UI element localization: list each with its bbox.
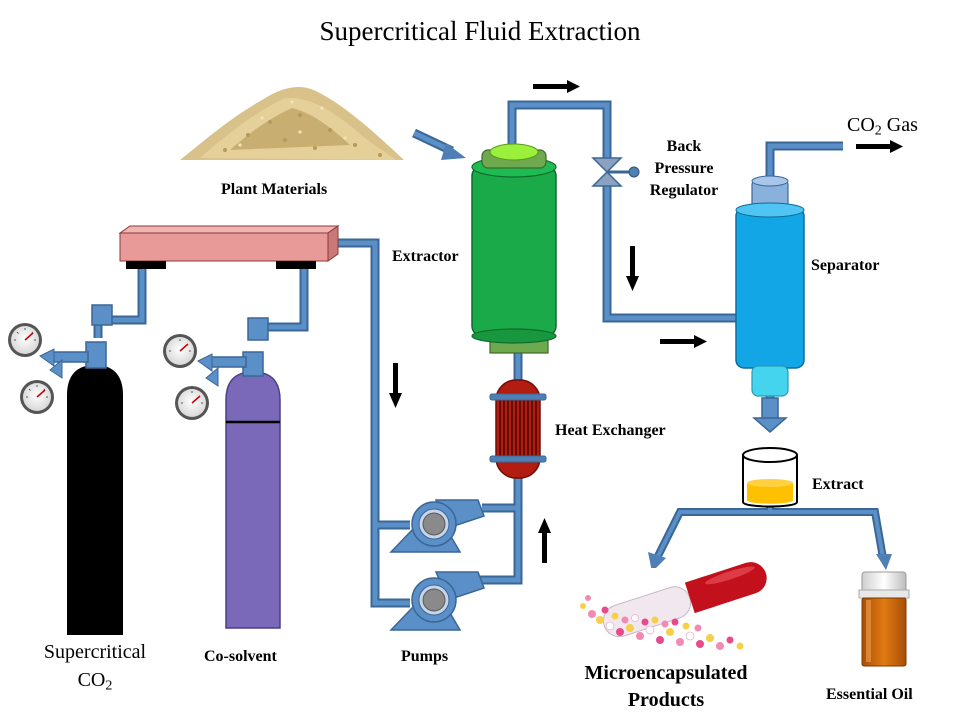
label-micro-line2: Products xyxy=(627,689,705,711)
label-supercritical-co2: Supercritical CO2 xyxy=(25,638,165,694)
cosolvent-gauge-lower xyxy=(175,386,209,420)
label-co2-gas: CO2 Gas xyxy=(847,114,918,139)
co2-gauge-upper xyxy=(8,323,42,357)
arrow-to-microcapsules xyxy=(648,552,666,572)
label-supercritical-line1: Supercritical xyxy=(43,641,147,663)
pipe-co2-to-manifold xyxy=(93,262,147,338)
page-title: Supercritical Fluid Extraction xyxy=(319,16,641,46)
label-pumps: Pumps xyxy=(401,648,449,665)
label-back-pressure-regulator: Back Pressure Regulator xyxy=(636,136,732,202)
cosolvent-gauge-upper xyxy=(163,334,197,368)
microcapsules-image xyxy=(578,562,780,654)
flow-arrow-down-regulator xyxy=(626,246,639,291)
plant-feed-arrow xyxy=(412,128,466,160)
separator-outflow-arrow xyxy=(752,397,788,433)
label-co2-gas-suffix: Gas xyxy=(881,114,918,136)
plant-material-pile xyxy=(172,75,410,165)
pump-lower xyxy=(389,571,485,631)
label-heat-exchanger: Heat Exchanger xyxy=(555,422,666,439)
label-bpr-line3: Regulator xyxy=(649,182,719,199)
separator-vessel xyxy=(735,175,805,397)
pump-upper xyxy=(389,499,485,553)
flow-arrow-right-separator xyxy=(660,335,707,348)
flow-arrow-right-gas xyxy=(856,140,903,153)
label-co-solvent: Co-solvent xyxy=(204,648,277,665)
label-co2-gas-prefix: CO xyxy=(847,114,875,136)
label-bpr-line2: Pressure xyxy=(654,160,714,177)
co2-gauge-lower xyxy=(20,380,54,414)
label-supercritical-co-text: CO xyxy=(77,669,106,691)
label-micro-line1: Microencapsulated xyxy=(584,662,748,684)
back-pressure-regulator-valve xyxy=(591,157,640,187)
product-split-arrows xyxy=(648,507,892,572)
cosolvent-cylinder xyxy=(163,317,281,629)
label-extract: Extract xyxy=(812,476,864,493)
label-bpr-line1: Back xyxy=(666,138,702,155)
flow-arrow-right-top xyxy=(533,80,580,93)
heat-exchanger xyxy=(489,379,547,479)
flow-direction-arrows xyxy=(389,80,903,563)
label-microencapsulated-products: Microencapsulated Products xyxy=(566,660,766,714)
manifold xyxy=(118,225,340,269)
label-supercritical-line2: CO2 xyxy=(25,666,165,694)
extract-beaker xyxy=(742,447,798,508)
extractor-vessel xyxy=(471,143,557,354)
co2-cylinder xyxy=(8,304,123,635)
pipe-regulator-to-separator xyxy=(602,185,738,323)
flow-arrow-down-pumps xyxy=(389,363,402,408)
label-separator: Separator xyxy=(811,257,880,274)
label-co2-gas-subscript: 2 xyxy=(874,123,882,139)
manifold-foot-left xyxy=(126,261,166,269)
label-plant-materials: Plant Materials xyxy=(221,181,328,198)
label-supercritical-subscript: 2 xyxy=(105,678,113,694)
pipe-network xyxy=(93,100,843,608)
label-essential-oil: Essential Oil xyxy=(826,686,913,703)
manifold-foot-right xyxy=(276,261,316,269)
flow-arrow-up-hx xyxy=(538,518,551,563)
essential-oil-vial xyxy=(858,571,910,667)
arrow-to-essential-oil xyxy=(876,554,892,570)
label-extractor: Extractor xyxy=(392,248,459,265)
